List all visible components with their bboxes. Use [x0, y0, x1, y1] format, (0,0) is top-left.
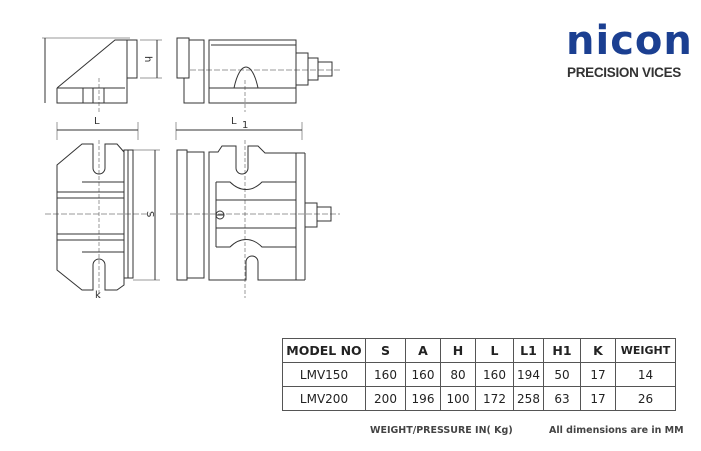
col-s: S — [365, 338, 406, 363]
plan-view-left — [45, 140, 160, 298]
cell-weight: 26 — [615, 386, 676, 411]
cell-h1: 50 — [543, 362, 581, 387]
cell-model: LMV150 — [282, 362, 366, 387]
cell-model: LMV200 — [282, 386, 366, 411]
cell-k: 17 — [580, 362, 616, 387]
cell-h: 100 — [440, 386, 476, 411]
units-note: All dimensions are in MM — [549, 425, 684, 436]
cell-s: 160 — [365, 362, 406, 387]
col-a: A — [405, 338, 441, 363]
weight-note: WEIGHT/PRESSURE IN( Kg) — [370, 425, 513, 436]
table-row: LMV200 200 196 100 172 258 63 17 26 — [282, 386, 676, 411]
cell-a: 196 — [405, 386, 441, 411]
col-l: L — [475, 338, 514, 363]
cell-weight: 14 — [615, 362, 676, 387]
side-view-left — [42, 37, 162, 112]
dim-label-h: h — [142, 56, 153, 62]
col-weight: WEIGHT — [615, 338, 676, 363]
cell-a: 160 — [405, 362, 441, 387]
cell-l1: 258 — [513, 386, 544, 411]
cell-s: 200 — [365, 386, 406, 411]
dim-label-L1-sub: 1 — [242, 120, 248, 131]
cell-h: 80 — [440, 362, 476, 387]
dim-label-L: L — [94, 116, 100, 127]
cell-l1: 194 — [513, 362, 544, 387]
cell-l: 172 — [475, 386, 514, 411]
logo-tagline: PRECISION VICES — [566, 65, 682, 80]
table-header-row: MODEL NO S A H L L1 H1 K WEIGHT — [282, 338, 676, 363]
cell-h1: 63 — [543, 386, 581, 411]
dim-label-S: S — [144, 211, 155, 217]
col-model: MODEL NO — [282, 338, 366, 363]
col-k: K — [580, 338, 616, 363]
col-h: H — [440, 338, 476, 363]
col-l1: L1 — [513, 338, 544, 363]
plan-view-right — [170, 140, 340, 298]
logo-wordmark: nicon — [566, 18, 693, 64]
side-view-right — [176, 37, 340, 112]
table-row: LMV150 160 160 80 160 194 50 17 14 — [282, 362, 676, 387]
brand-logo: nicon PRECISION VICES — [566, 18, 693, 81]
cell-l: 160 — [475, 362, 514, 387]
dim-label-k: k — [95, 290, 101, 301]
spec-table: MODEL NO S A H L L1 H1 K WEIGHT LMV150 1… — [282, 338, 676, 411]
col-h1: H1 — [543, 338, 581, 363]
dim-label-L1: L — [231, 116, 237, 127]
cell-k: 17 — [580, 386, 616, 411]
